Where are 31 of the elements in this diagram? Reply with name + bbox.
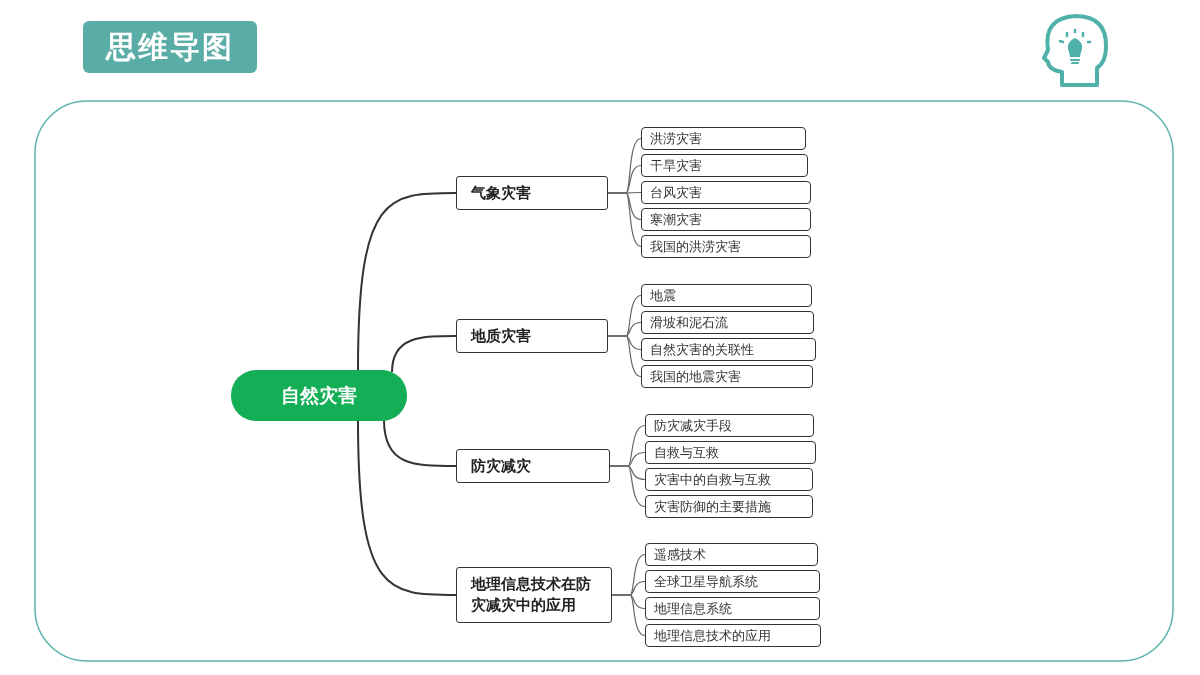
title-banner: 思维导图 [83,21,257,73]
subtopic-box: 灾害防御的主要措施 [645,495,813,518]
subtopic-box: 干旱灾害 [641,154,808,177]
subtopic-box: 地理信息系统 [645,597,820,620]
branch-topic-box: 气象灾害 [456,176,608,210]
subtopic-box: 滑坡和泥石流 [641,311,814,334]
connector-line [607,335,642,378]
branch-topic-box: 地质灾害 [456,319,608,353]
connector-line [383,419,457,467]
connector-line [391,335,457,373]
branch-topic-box: 防灾减灾 [456,449,610,483]
connector-line [611,594,646,637]
subtopic-box: 寒潮灾害 [641,208,811,231]
subtopic-box: 我国的地震灾害 [641,365,813,388]
subtopic-box: 防灾减灾手段 [645,414,814,437]
subtopic-box: 灾害中的自救与互救 [645,468,813,491]
central-topic-box: 自然灾害 [231,370,407,421]
subtopic-box: 洪涝灾害 [641,127,806,150]
subtopic-box: 自救与互救 [645,441,816,464]
subtopic-box: 全球卫星导航系统 [645,570,820,593]
subtopic-box: 地理信息技术的应用 [645,624,821,647]
subtopic-box: 我国的洪涝灾害 [641,235,811,258]
connector-line [357,419,457,596]
connector-line [607,192,642,248]
subtopic-box: 遥感技术 [645,543,818,566]
connector-line [609,465,646,508]
subtopic-box: 台风灾害 [641,181,811,204]
subtopic-box: 自然灾害的关联性 [641,338,816,361]
connector-line [357,192,457,371]
subtopic-box: 地震 [641,284,812,307]
branch-topic-box: 地理信息技术在防灾减灾中的应用 [456,567,612,623]
